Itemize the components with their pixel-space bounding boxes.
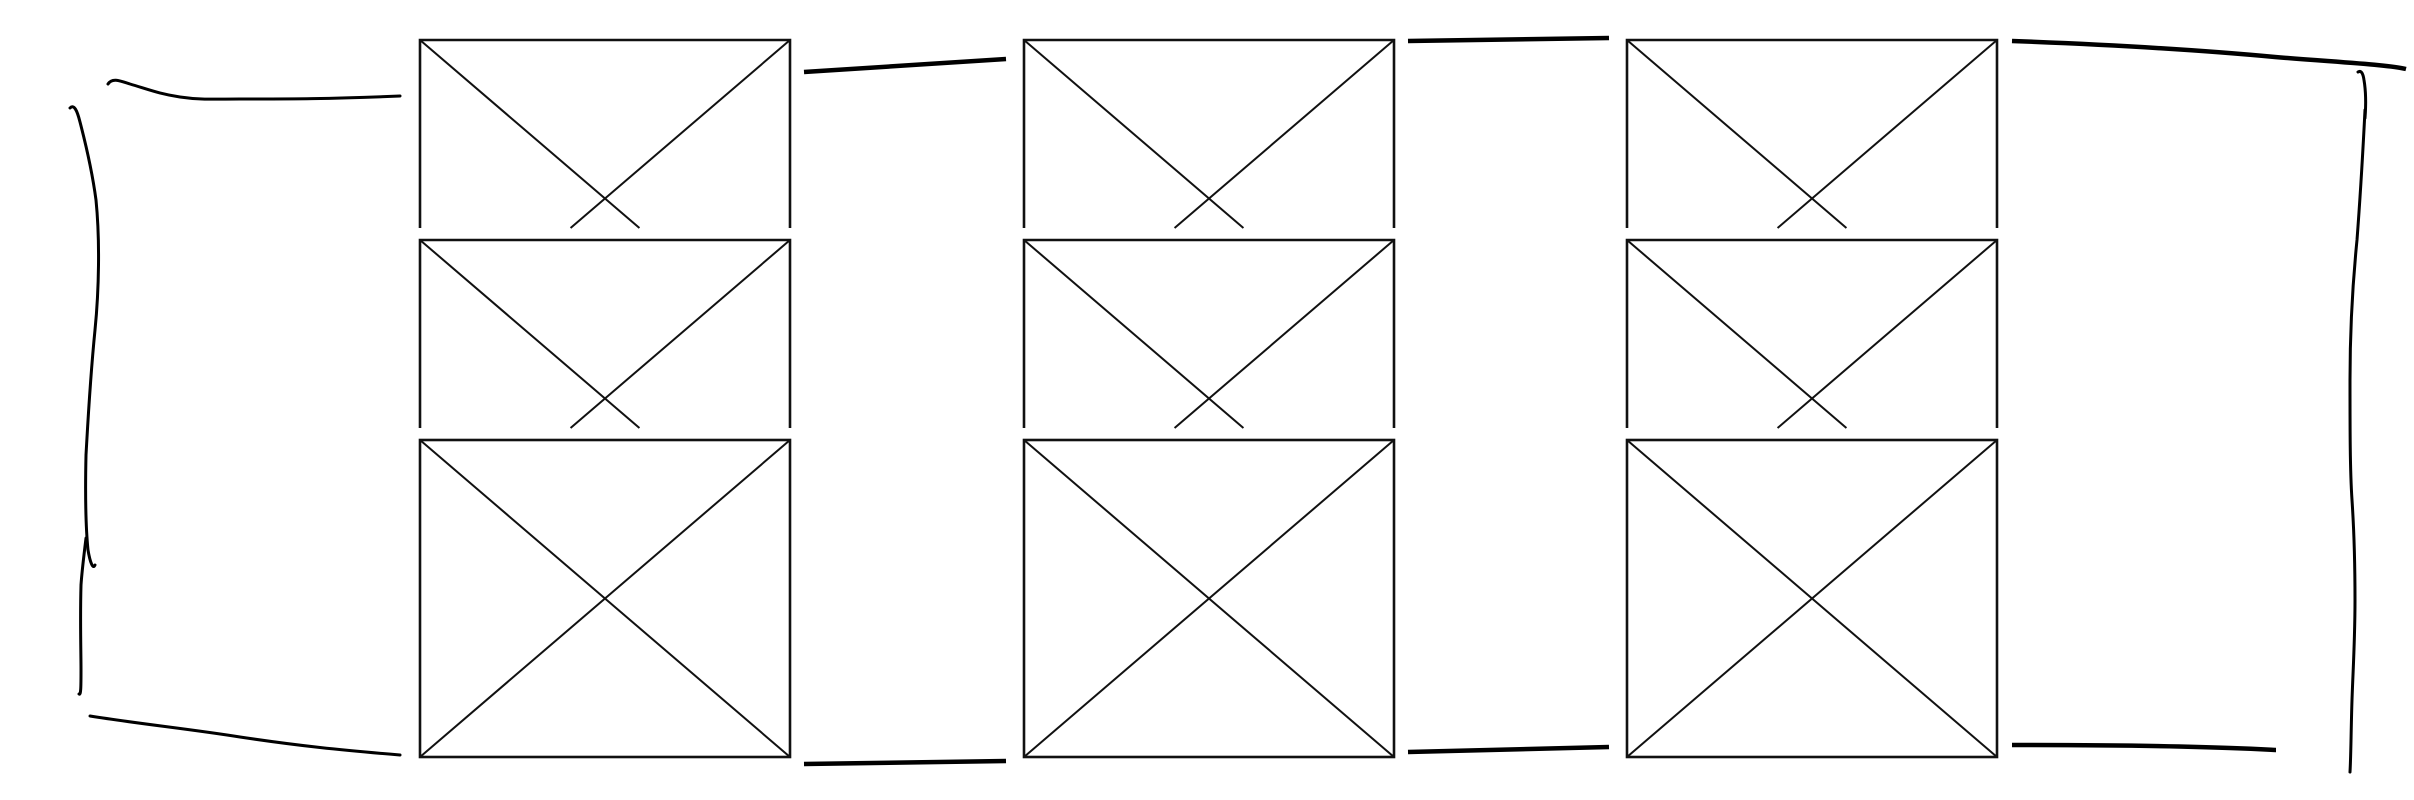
image-placeholder-icon: [418, 38, 792, 229]
left-bracket-bottom-stroke: [88, 714, 402, 757]
connector-top-2: [1407, 35, 1610, 44]
image-placeholder-icon: [418, 238, 792, 429]
left-bracket-top-curl: [106, 78, 402, 101]
connector-lines: [803, 35, 2407, 767]
right-bracket-top-tick: [2356, 69, 2368, 120]
right-bracket-spine: [2348, 108, 2367, 774]
image-placeholder-icon: [1022, 438, 1396, 759]
right-bracket: [2348, 69, 2368, 774]
connector-bottom-1: [803, 758, 1007, 767]
image-placeholder-grid: [418, 38, 1999, 759]
left-bracket-spine: [68, 105, 101, 568]
left-bracket-lower-spine: [77, 536, 88, 696]
connector-bottom-3: [2011, 742, 2277, 753]
image-placeholder-icon: [1022, 38, 1396, 229]
connector-top-3: [2011, 38, 2407, 72]
image-placeholder-icon: [1625, 238, 1999, 429]
image-placeholder-icon: [418, 438, 792, 759]
connector-bottom-2: [1407, 744, 1610, 755]
connector-top-1: [803, 56, 1007, 75]
image-placeholder-icon: [1625, 438, 1999, 759]
image-placeholder-icon: [1022, 238, 1396, 429]
image-placeholder-icon: [1625, 38, 1999, 229]
left-bracket: [68, 78, 402, 757]
